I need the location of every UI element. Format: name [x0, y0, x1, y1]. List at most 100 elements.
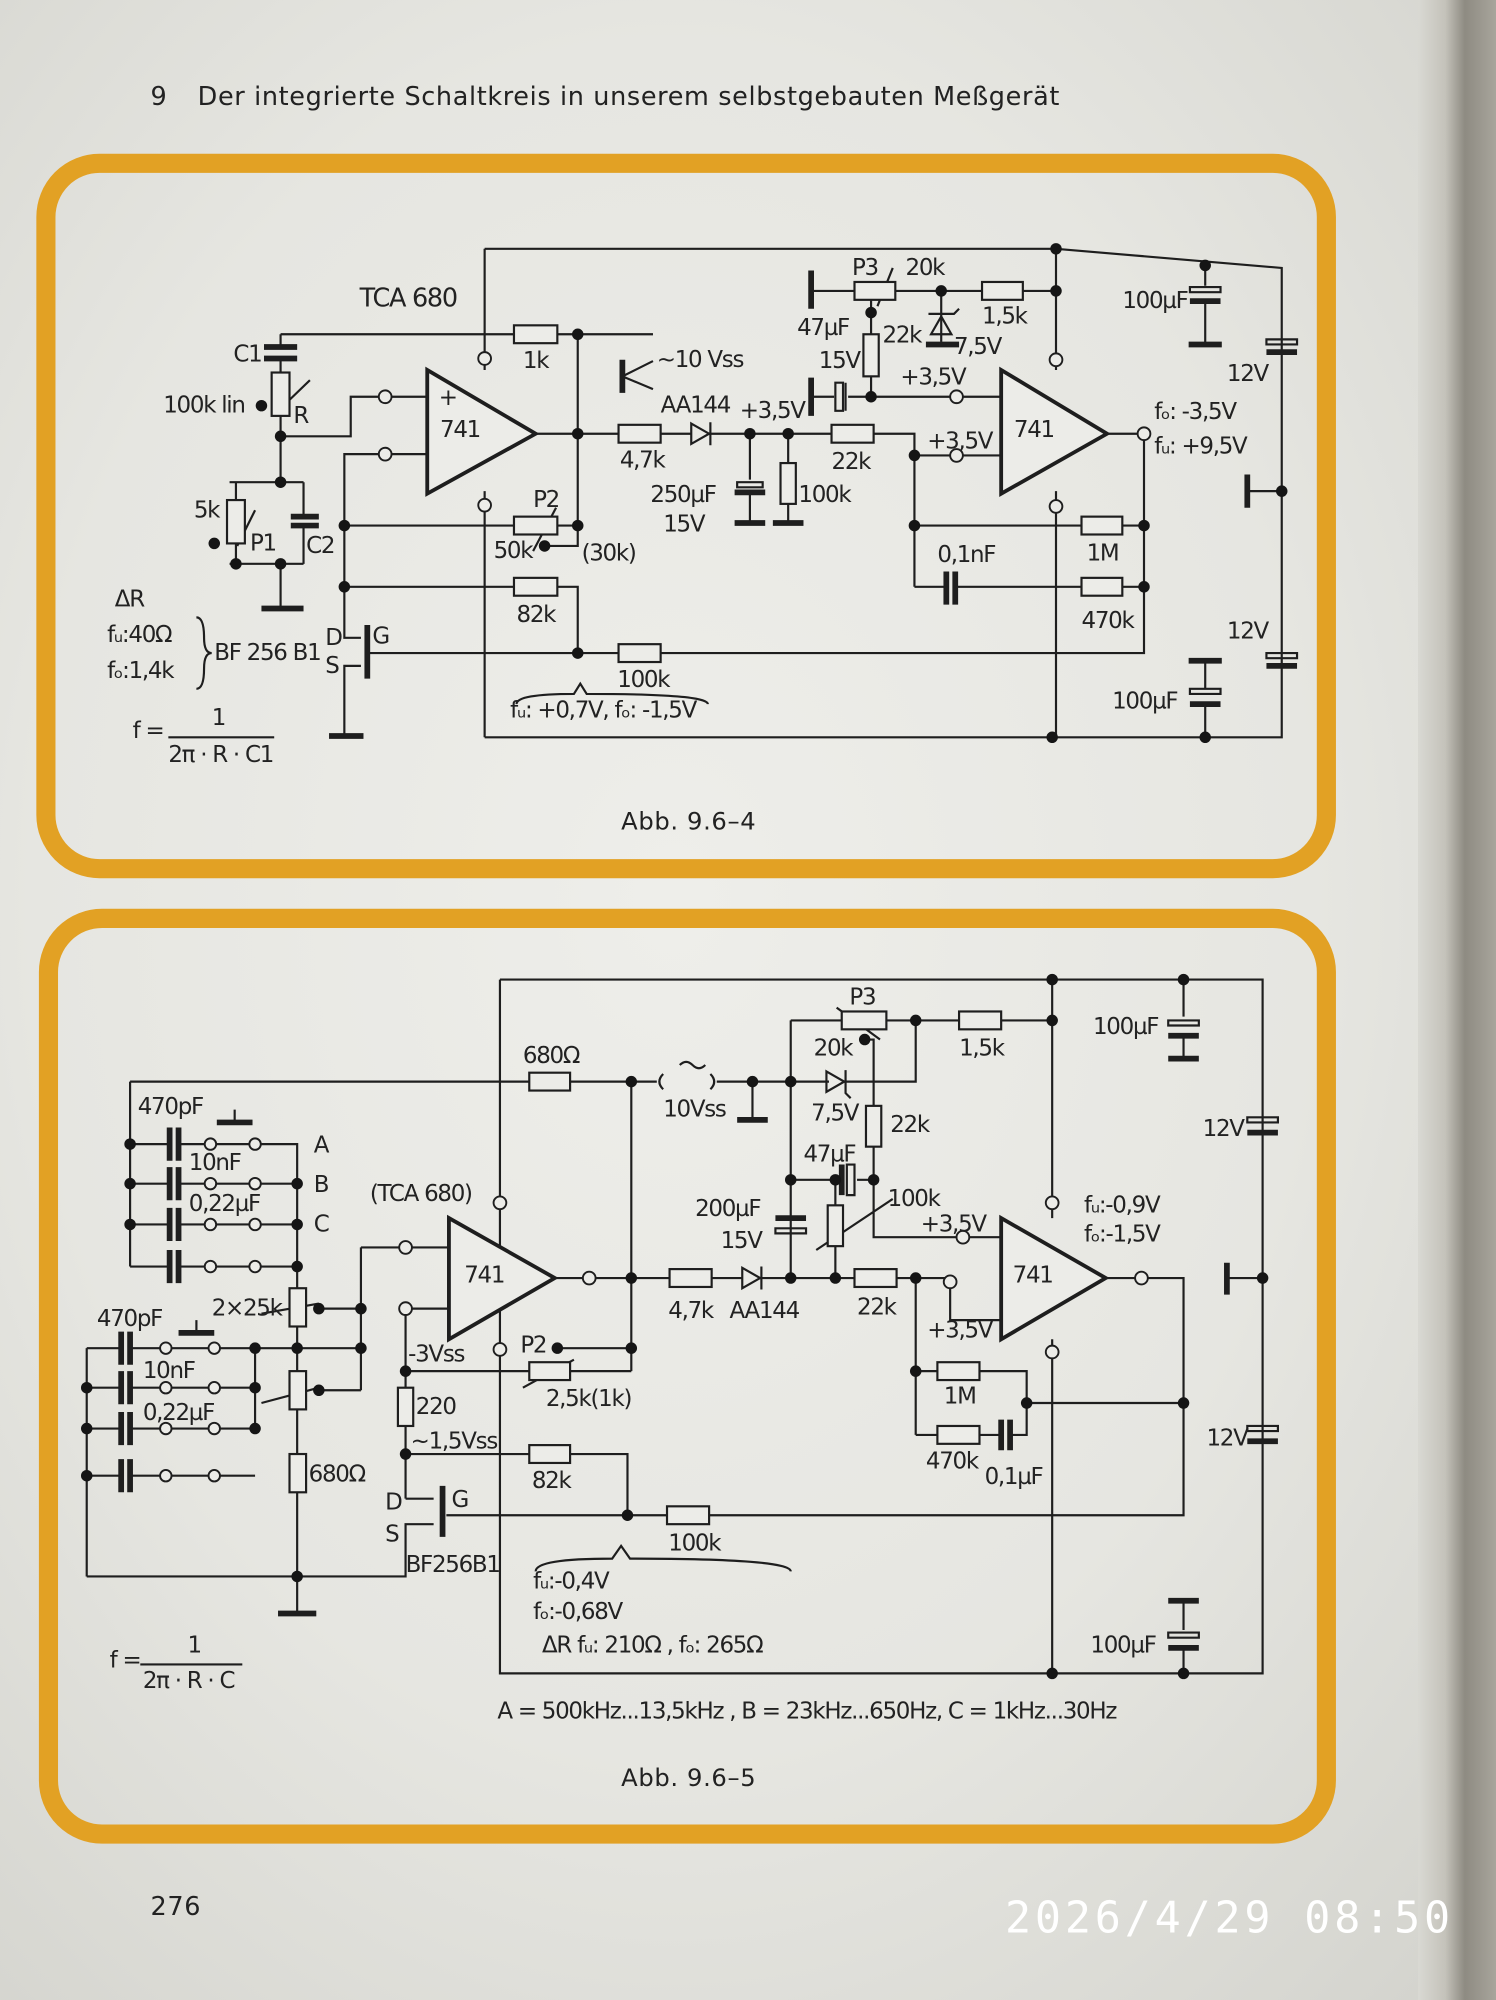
label-470pf-b: 470pF	[97, 1306, 162, 1332]
label-p3-value: 20k	[906, 255, 947, 281]
resistor-100k	[665, 1505, 711, 1526]
label-1m: 1M	[944, 1384, 976, 1410]
label-cap-top: 100µF	[1122, 288, 1187, 314]
label-022uf-b: 0,22µF	[143, 1400, 214, 1426]
label-r: R	[293, 403, 309, 429]
label-c2: C2	[306, 533, 334, 559]
label-fet-d: D	[325, 625, 342, 651]
resistor-100k-pot	[826, 1204, 845, 1248]
label-470k: 470k	[926, 1449, 980, 1475]
label-p2-alt: (30k)	[582, 541, 636, 567]
label-v35-plus: +3,5V	[900, 365, 967, 391]
label-01nf: 0,1nF	[937, 542, 995, 568]
label-10nf-a: 10nF	[189, 1150, 241, 1176]
label-p1-value: 5k	[194, 497, 221, 523]
formula-numerator: 1	[187, 1632, 200, 1658]
resistor-470k	[1080, 576, 1124, 597]
label-c47: 47µF	[797, 315, 849, 341]
resistor-1k5	[957, 1010, 1003, 1031]
label-1k5: 1,5k	[982, 303, 1029, 329]
label-22k: 22k	[857, 1294, 898, 1320]
switch-label-b: B	[314, 1172, 329, 1198]
resistor-p3	[840, 1010, 888, 1031]
label-dr: ΔR fᵤ: 210Ω , fₒ: 265Ω	[542, 1632, 763, 1658]
switch-label-c: C	[314, 1211, 329, 1237]
resistor-220	[396, 1386, 415, 1428]
label-p2-value: 50k	[494, 538, 535, 564]
diode-aa144-icon	[741, 1265, 763, 1291]
resistor-22k	[830, 423, 875, 444]
label-diode: AA144	[661, 393, 731, 419]
resistor-p3	[853, 280, 897, 301]
label-fo: fₒ:-0,68V	[533, 1599, 623, 1625]
figure1-schematic: TCA 680 C1 100k lin R 5k P1 C2 741 + 741…	[107, 243, 1299, 835]
plus-sign: +	[439, 385, 457, 411]
chapter-number: 9	[150, 82, 167, 112]
label-p2: P2	[533, 487, 559, 513]
label-680-left: 680Ω	[309, 1461, 366, 1487]
resistor-680-top	[528, 1071, 572, 1092]
label-100k: 100k	[617, 667, 671, 693]
zener-diode-icon	[928, 307, 960, 336]
label-opamp2: 741	[1013, 1262, 1053, 1288]
figure1-frame	[36, 153, 1336, 879]
pin-circles	[159, 1137, 1149, 1483]
label-fet: BF 256 B1	[214, 640, 320, 666]
resistor-680-left	[288, 1452, 308, 1494]
electrolytic-plates	[736, 285, 1299, 695]
label-cap-bottom: 100µF	[1090, 1632, 1155, 1658]
chapter-heading: Der integrierte Schaltkreis in unserem s…	[198, 82, 1060, 112]
label-out-fo: fₒ: -3,5V	[1154, 399, 1237, 425]
label-10nf-b: 10nF	[143, 1358, 195, 1384]
label-c250: 250µF	[650, 482, 715, 508]
label-p2-value: 2,5k(1k)	[546, 1386, 631, 1412]
resistor-1k5	[980, 280, 1024, 301]
label-cap-top: 100µF	[1093, 1014, 1158, 1040]
label-bat-top: 12V	[1203, 1116, 1246, 1142]
label-fu: fᵤ:-0,4V	[533, 1569, 610, 1595]
input-jack-icon	[658, 1060, 716, 1091]
label-c250-v: 15V	[663, 511, 706, 537]
resistor-r-pot	[270, 371, 291, 417]
label-22k-vertical: 22k	[883, 323, 924, 349]
pin-circles	[377, 351, 1152, 514]
label-dr: ΔR	[115, 587, 145, 613]
junction-dots	[208, 243, 1288, 744]
formula-lhs: f =	[110, 1648, 141, 1674]
label-v15: ~1,5Vss	[411, 1428, 498, 1454]
label-fet-s: S	[325, 653, 339, 679]
figure2-frame	[38, 908, 1336, 1844]
label-dr-fo: fₒ:1,4k	[107, 658, 175, 684]
switch-label-a: A	[314, 1132, 330, 1158]
label-470k: 470k	[1082, 608, 1136, 634]
resistor-p2	[528, 1361, 572, 1382]
label-022uf-a: 0,22µF	[189, 1191, 260, 1217]
junction-dots	[80, 973, 1269, 1680]
label-82k: 82k	[532, 1468, 573, 1494]
label-fet-s: S	[385, 1521, 399, 1547]
label-1k: 1k	[523, 348, 550, 374]
resistor-pot-lower	[288, 1370, 308, 1411]
brace	[515, 681, 709, 705]
label-out-fu: fᵤ: +9,5V	[1154, 433, 1248, 459]
label-100k-shunt: 100k	[798, 482, 852, 508]
label-opamp1: 741	[440, 417, 480, 443]
book-binding-edge	[1418, 0, 1496, 2000]
label-fet: BF256B1	[406, 1552, 500, 1578]
zener-diode-icon	[825, 1069, 852, 1099]
label-diode: AA144	[730, 1298, 800, 1324]
resistor-p1	[225, 498, 246, 545]
resistor-1m	[936, 1361, 981, 1382]
resistor-4k7	[668, 1268, 713, 1289]
label-4k7: 4,7k	[668, 1298, 715, 1324]
resistor-22k	[853, 1268, 898, 1289]
label-pot: 2×25k	[212, 1296, 284, 1322]
resistor-1k	[512, 324, 559, 345]
label-gate-v: fᵤ: +0,7V, fₒ: -1,5V	[510, 697, 697, 723]
label-cap-bottom: 100µF	[1112, 689, 1177, 715]
label-fet-d: D	[385, 1489, 402, 1515]
resistor-82k	[528, 1444, 572, 1465]
label-c1: C1	[233, 342, 261, 368]
resistor-1m	[1080, 515, 1124, 536]
